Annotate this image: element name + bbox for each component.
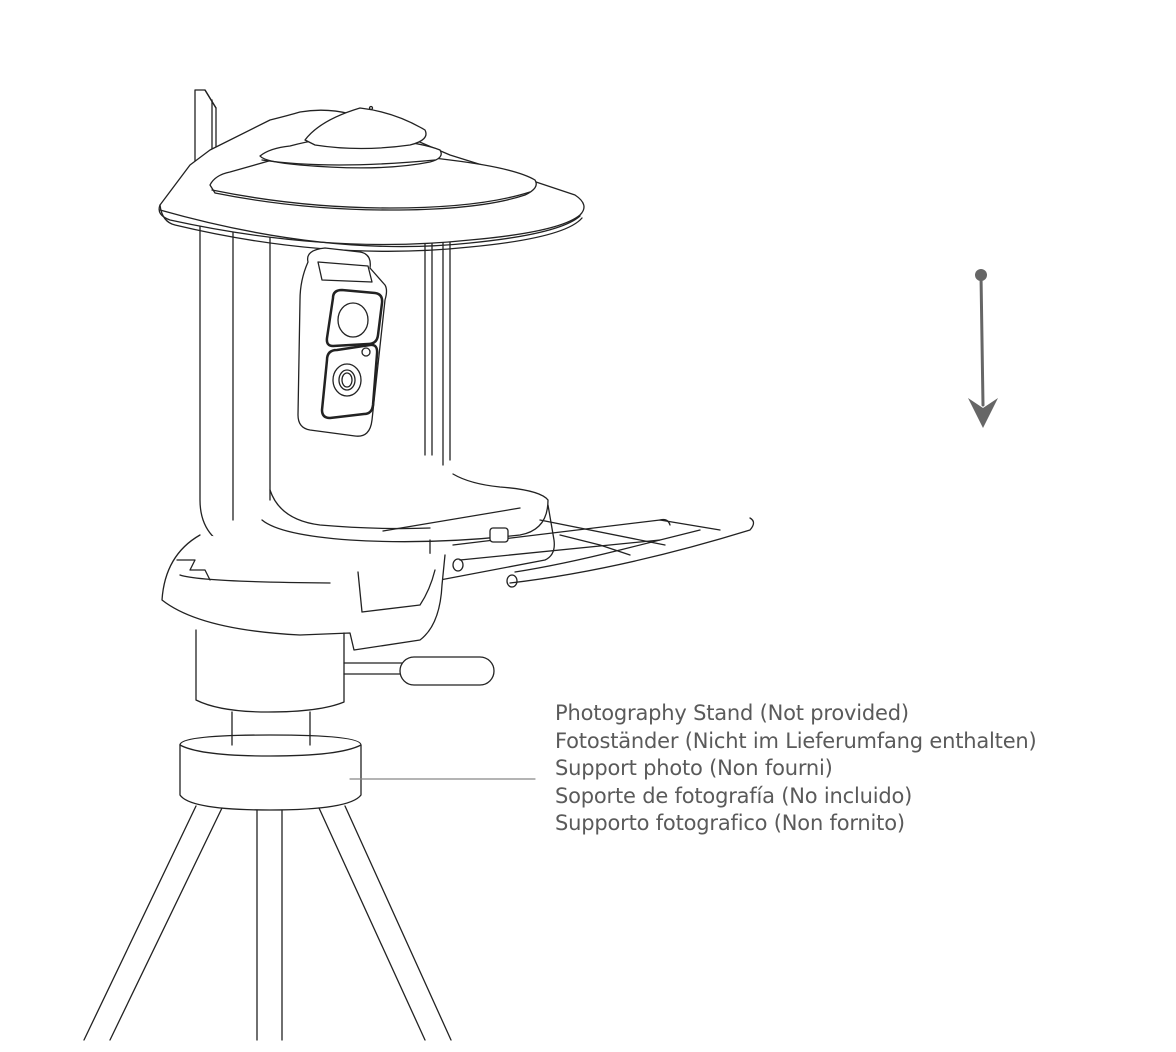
direction-arrow-icon	[968, 269, 998, 428]
callout-label-es: Soporte de fotografía (No incluido)	[555, 783, 913, 808]
tripod-head	[161, 534, 495, 750]
callout-label-fr: Support photo (Non fourni)	[555, 756, 833, 780]
photography-stand	[83, 734, 452, 1041]
callout-label-en: Photography Stand (Not provided)	[555, 701, 909, 725]
roof	[158, 105, 585, 252]
photography-stand-callout: Photography Stand (Not provided) Fotostä…	[555, 700, 1037, 838]
callout-label-de: Fotoständer (Nicht im Lieferumfang entha…	[555, 728, 1037, 753]
callout-label-it: Supporto fotografico (Non fornito)	[555, 811, 905, 835]
camera	[297, 247, 388, 437]
